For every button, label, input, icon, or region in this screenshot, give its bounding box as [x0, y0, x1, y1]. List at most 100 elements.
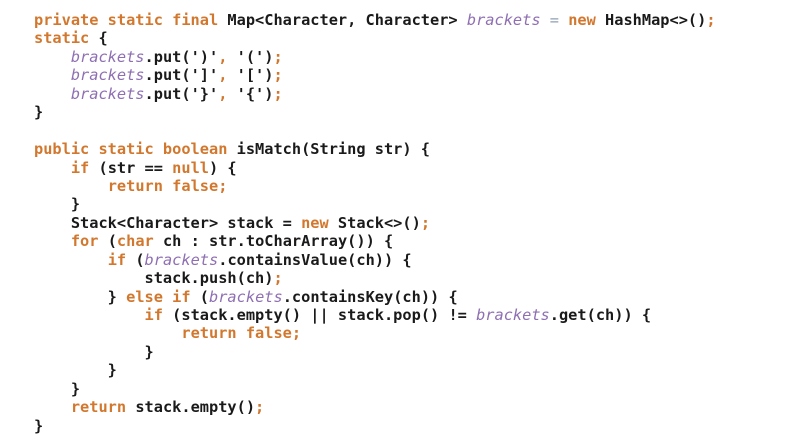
code-text: (str ==	[98, 158, 173, 177]
code-line: }	[34, 343, 716, 361]
code-line: brackets.put('}', '{');	[34, 85, 716, 103]
code-field: brackets	[476, 306, 550, 324]
code-text: }	[34, 287, 127, 306]
code-line: }	[34, 195, 716, 213]
code-keyword: static	[34, 29, 99, 48]
code-text: }	[34, 379, 81, 398]
code-punctuation: ;	[273, 84, 283, 103]
code-line: brackets.put(']', '[');	[34, 66, 716, 84]
code-field: brackets	[70, 47, 145, 66]
code-line: return stack.empty();	[34, 398, 716, 416]
code-text: .containsValue(ch)) {	[218, 250, 412, 269]
code-keyword: if	[70, 158, 99, 177]
code-punctuation: ;	[706, 11, 716, 29]
code-keyword: return false	[181, 324, 292, 343]
code-field: brackets	[70, 84, 145, 103]
code-line: if (stack.empty() || stack.pop() != brac…	[34, 306, 716, 324]
code-text	[34, 324, 181, 342]
code-punctuation: ,	[218, 47, 237, 66]
code-punctuation: ;	[420, 213, 431, 232]
code-line: } else if (brackets.containsKey(ch)) {	[34, 288, 716, 306]
code-text: .put('}'	[144, 84, 219, 103]
code-punctuation: ;	[218, 176, 228, 195]
code-text: .containsKey(ch)) {	[282, 287, 458, 306]
code-text: HashMap<>()	[605, 11, 707, 29]
code-text: )	[264, 84, 274, 103]
code-text: .put(')'	[144, 47, 219, 66]
code-text	[34, 66, 71, 84]
code-line: private static final Map<Character, Char…	[34, 11, 716, 29]
code-text: isMatch(String str) {	[236, 140, 431, 159]
code-line: static {	[34, 29, 716, 47]
code-text	[34, 159, 71, 177]
code-text	[34, 48, 71, 66]
code-text: stack.empty()	[135, 398, 256, 417]
code-text: }	[34, 195, 81, 214]
code-text: ) {	[209, 158, 237, 177]
code-text: '('	[236, 47, 265, 66]
code-text: }	[34, 361, 117, 380]
code-punctuation: ;	[291, 324, 302, 343]
code-text: stack.push(ch)	[34, 269, 274, 288]
code-line: Stack<Character> stack = new Stack<>();	[34, 214, 716, 232]
code-text: (	[199, 287, 210, 306]
code-keyword: if	[144, 306, 173, 324]
code-keyword: else if	[126, 287, 200, 306]
code-text: '{'	[236, 84, 265, 103]
code-keyword: if	[107, 250, 136, 269]
code-text	[34, 398, 71, 416]
code-text: (	[135, 250, 145, 269]
code-text: '['	[236, 66, 265, 85]
code-text: {	[98, 29, 108, 48]
code-text: )	[264, 47, 274, 66]
code-text: }	[34, 416, 44, 435]
code-keyword: return	[70, 398, 136, 417]
code-line: return false;	[34, 324, 716, 342]
code-keyword: return false	[107, 176, 219, 195]
code-keyword: public static boolean	[34, 140, 237, 159]
code-line: }	[34, 380, 716, 398]
code-punctuation: ;	[273, 66, 283, 85]
code-field: brackets	[466, 11, 541, 29]
code-punctuation: ,	[218, 84, 237, 103]
code-punctuation: ,	[218, 66, 237, 85]
code-field: brackets	[70, 66, 145, 85]
code-snippet: private static final Map<Character, Char…	[34, 11, 716, 435]
code-text: Stack<>()	[337, 213, 421, 232]
code-text: Map<Character, Character>	[227, 11, 467, 29]
code-line: }	[34, 417, 716, 435]
code-line: public static boolean isMatch(String str…	[34, 140, 716, 158]
code-keyword: new	[568, 11, 606, 29]
code-text: }	[34, 103, 44, 122]
code-text	[34, 177, 108, 195]
code-text: (	[107, 232, 117, 251]
code-keyword: new	[301, 213, 338, 232]
code-text	[34, 306, 145, 324]
code-text: }	[34, 342, 154, 361]
code-field: brackets	[209, 287, 283, 306]
code-line: }	[34, 103, 716, 121]
code-line	[34, 122, 716, 140]
code-operator: =	[540, 11, 569, 29]
code-line: if (brackets.containsValue(ch)) {	[34, 251, 716, 269]
code-punctuation: ;	[273, 47, 283, 66]
code-text: )	[264, 66, 274, 85]
code-text	[34, 232, 71, 250]
code-text: ch : str.toCharArray()) {	[162, 232, 394, 251]
code-text	[34, 85, 71, 103]
code-text: .put(']'	[144, 66, 219, 85]
code-keyword: private static final	[34, 11, 228, 29]
code-field: brackets	[144, 250, 219, 269]
code-line: stack.push(ch);	[34, 269, 716, 287]
code-text: .get(ch)) {	[549, 306, 652, 324]
code-keyword: char	[116, 232, 163, 251]
code-keyword: null	[172, 158, 210, 177]
code-text	[34, 251, 108, 269]
code-punctuation: ;	[273, 269, 283, 288]
code-text: (stack.empty() || stack.pop() !=	[172, 306, 477, 324]
code-keyword: for	[70, 232, 108, 251]
code-line: if (str == null) {	[34, 159, 716, 177]
code-line: return false;	[34, 177, 716, 195]
code-line: brackets.put(')', '(');	[34, 48, 716, 66]
code-line: for (char ch : str.toCharArray()) {	[34, 232, 716, 250]
